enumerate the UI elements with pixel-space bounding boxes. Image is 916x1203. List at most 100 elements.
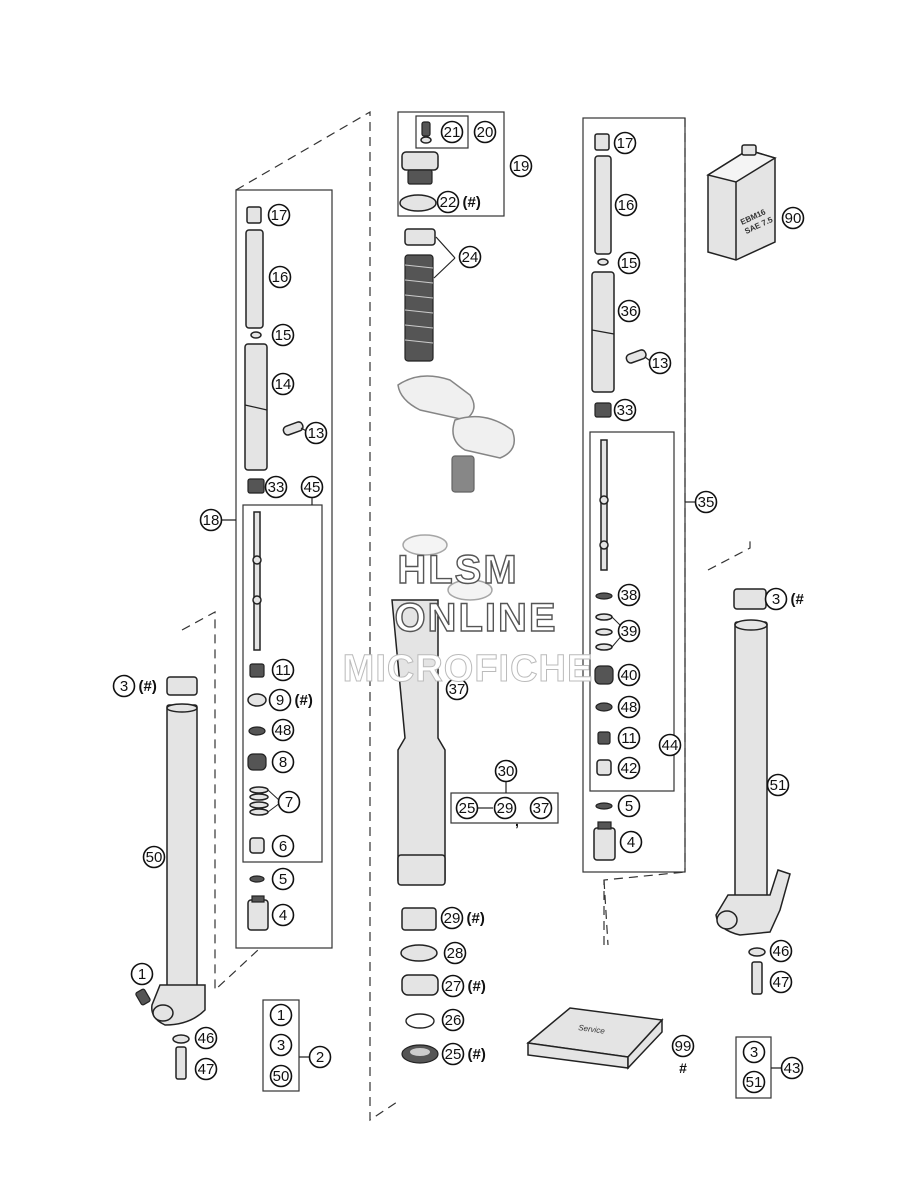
callout-c44: 44 [658,733,682,757]
callout-number: 42 [621,760,638,777]
part-46-right [748,947,766,957]
part-29-bushing [401,907,437,931]
callout-c21: 21 [440,120,464,144]
part-4-right [593,827,616,861]
callout-circle [694,490,718,514]
frame-left-fork-18 [235,189,333,949]
callout-number: 2 [316,1049,324,1066]
callout-circle [271,658,295,682]
callout-circle [493,796,517,820]
callout-k50: 50 [269,1064,293,1088]
callout-number: 4 [279,907,287,924]
callout-circle [617,663,641,687]
callout-circle [271,323,295,347]
callout-c8: 8 [271,750,295,774]
part-7-shims [249,786,269,816]
callout-c90: 90 [781,206,805,230]
callout-circle [269,1003,293,1027]
callout-c22: 22(#) [436,190,481,214]
part-5-left [249,875,265,883]
watermark-line-2: ONLINE [394,595,558,640]
callout-circle [271,372,295,396]
callout-circle [617,756,641,780]
callout-c4a: 4 [271,903,295,927]
part-16-left [245,229,264,329]
callout-number: 15 [275,327,292,344]
callout-c17a: 17 [267,203,291,227]
part-17-left [246,206,262,224]
callout-circle [267,203,291,227]
callout-c20: 20 [473,120,497,144]
callout-suffix: (#) [468,1046,486,1063]
callout-circle [441,1008,465,1032]
callout-c4b: 4 [619,830,643,854]
callout-c13a: 13 [304,421,328,445]
part-27-seal [401,974,439,996]
callout-number: 48 [275,722,292,739]
part-3-left [166,676,198,696]
callout-c47a: 47 [194,1057,218,1081]
frame-damper-45 [242,504,323,863]
callout-number: 18 [203,512,220,529]
callout-c15a: 15 [271,323,295,347]
callout-number: 47 [198,1061,215,1078]
callout-circle [194,1057,218,1081]
callout-number: 39 [621,623,638,640]
part-damper-rod-left [253,511,261,651]
callout-c17b: 17 [613,131,637,155]
callout-number: 9 [276,692,284,709]
callout-number: 3 [120,678,128,695]
callout-c50: 50 [142,845,166,869]
callout-number: 51 [770,777,787,794]
part-13-left [282,421,304,436]
callout-circle [509,154,533,178]
frame-damper-44 [589,431,675,792]
callout-number: 48 [621,699,638,716]
callout-c45: 45 [300,475,324,499]
part-1-screw [135,988,151,1006]
dashed-guides [181,110,751,1122]
callout-circle [268,688,292,712]
callout-number: 29 [497,800,514,817]
callout-number: 50 [146,849,163,866]
callout-number: 46 [773,943,790,960]
callout-c38: 38 [617,583,641,607]
callout-circle [764,587,788,611]
part-26-clip [405,1013,435,1029]
part-16-right [594,155,612,255]
callout-number: 35 [698,494,715,511]
callout-c19: 19 [509,154,533,178]
callout-circle [617,794,641,818]
callout-number: 5 [279,871,287,888]
part-9 [247,693,267,707]
callout-k1: 1 [269,1003,293,1027]
callout-number: 25 [445,1046,462,1063]
callout-number: 30 [498,763,515,780]
callout-c14: 14 [271,372,295,396]
callout-c36: 36 [617,299,641,323]
watermark-line-1: HLSM [397,547,519,592]
part-47-right [751,961,763,995]
callout-circle [277,790,301,814]
callout-circle [769,970,793,994]
callout-circle [441,974,465,998]
callout-c37: 37 [445,677,469,701]
callout-circle [781,206,805,230]
callout-suffix: (#) [468,978,486,995]
callout-number: 19 [513,158,530,175]
callout-circle [264,475,288,499]
callout-c16a: 16 [268,265,292,289]
note-layer: #, [515,813,687,1076]
callout-circle [671,1034,695,1058]
callout-circle [436,190,460,214]
callout-k37: 37 [529,796,553,820]
callout-circle [614,193,638,217]
part-15-right [597,258,609,266]
part-33-right [594,402,612,418]
callout-c16b: 16 [614,193,638,217]
callout-number: 1 [138,966,146,983]
callout-circle [494,759,518,783]
callout-circle [613,131,637,155]
callout-number: 37 [533,800,550,817]
callout-circle [112,674,136,698]
